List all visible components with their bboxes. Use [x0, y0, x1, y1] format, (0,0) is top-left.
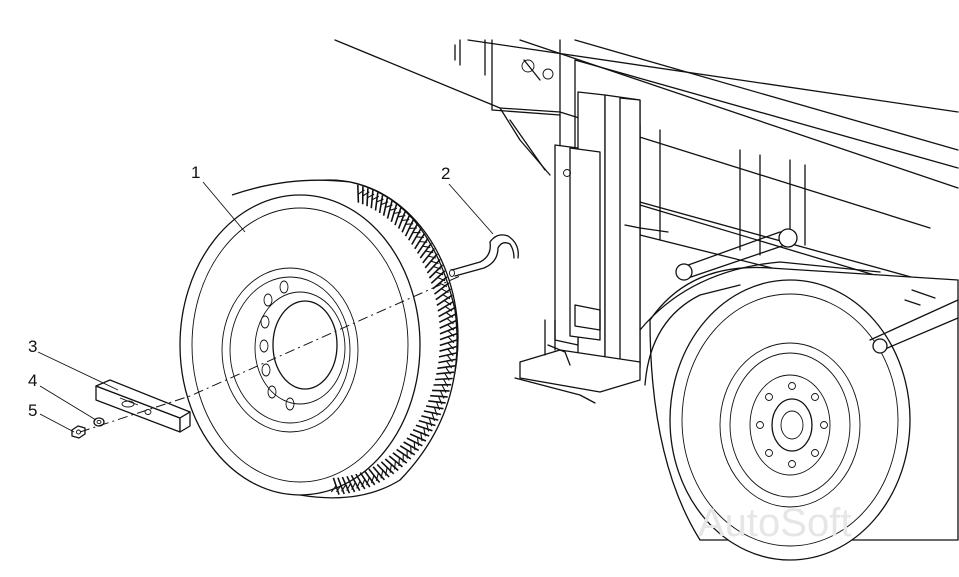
tread-pattern [330, 184, 458, 495]
spare-wheel [179, 179, 459, 499]
washer [93, 417, 105, 427]
callout-3: 3 [28, 337, 37, 356]
spare-wheel-carrier [514, 91, 669, 404]
callout-5: 5 [28, 401, 37, 420]
watermark: AutoSoft [698, 501, 851, 545]
assembly-axis [79, 275, 461, 433]
callout-4: 4 [28, 371, 37, 390]
mounted-wheel [639, 228, 959, 561]
stud-holes [259, 280, 295, 411]
callout-2: 2 [441, 164, 450, 183]
callout-1: 1 [191, 163, 200, 182]
lock-pin [449, 234, 519, 277]
clamp-bar [95, 379, 191, 433]
callout-labels: 1 2 3 4 5 [28, 163, 450, 420]
leader-lines [37, 181, 494, 433]
